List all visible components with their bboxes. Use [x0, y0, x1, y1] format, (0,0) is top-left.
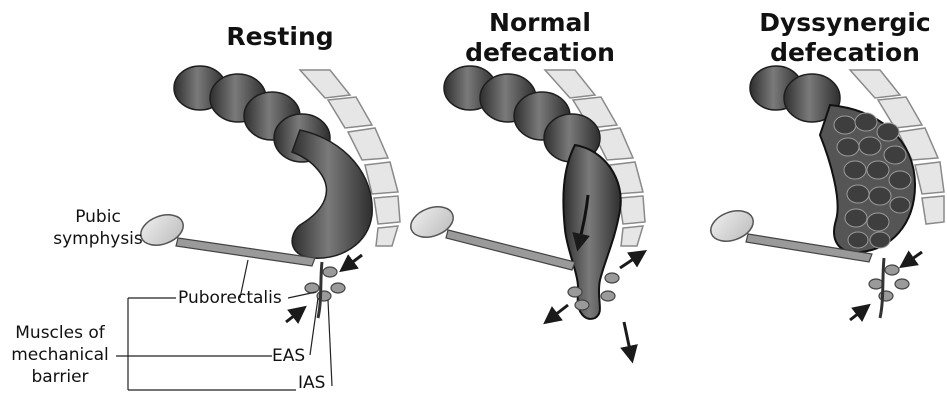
label-muscles-of-mechanical-barrier: Muscles of mechanical barrier	[6, 322, 114, 388]
label-pubic-symphysis: Pubic symphysis	[52, 206, 144, 250]
arrow-downward	[624, 322, 632, 360]
panel-resting	[116, 66, 400, 390]
arrow-outward-upper-right	[620, 252, 644, 268]
arrow-inward-upper	[342, 255, 362, 270]
arrow-inward-lower	[850, 306, 868, 320]
label-line: symphysis	[52, 228, 144, 250]
arrow-inward-lower	[286, 308, 304, 322]
anal-sphincters	[305, 267, 345, 301]
label-line: barrier	[6, 366, 114, 388]
label-line: Muscles of	[6, 322, 114, 344]
label-eas: EAS	[272, 345, 305, 367]
panel-normal-defecation	[407, 66, 645, 360]
pubic-symphysis-bone	[137, 209, 315, 266]
anal-sphincters	[869, 265, 909, 301]
label-line: mechanical	[6, 344, 114, 366]
panel-dyssynergic-defecation	[707, 66, 944, 320]
pubic-symphysis-bone	[407, 201, 575, 270]
label-puborectalis: Puborectalis	[178, 287, 282, 309]
label-leader-lines	[116, 260, 332, 390]
label-line: Pubic	[52, 206, 144, 228]
arrow-inward-upper	[902, 252, 922, 266]
arrow-outward-lower-left	[546, 305, 568, 322]
label-ias: IAS	[298, 372, 325, 394]
